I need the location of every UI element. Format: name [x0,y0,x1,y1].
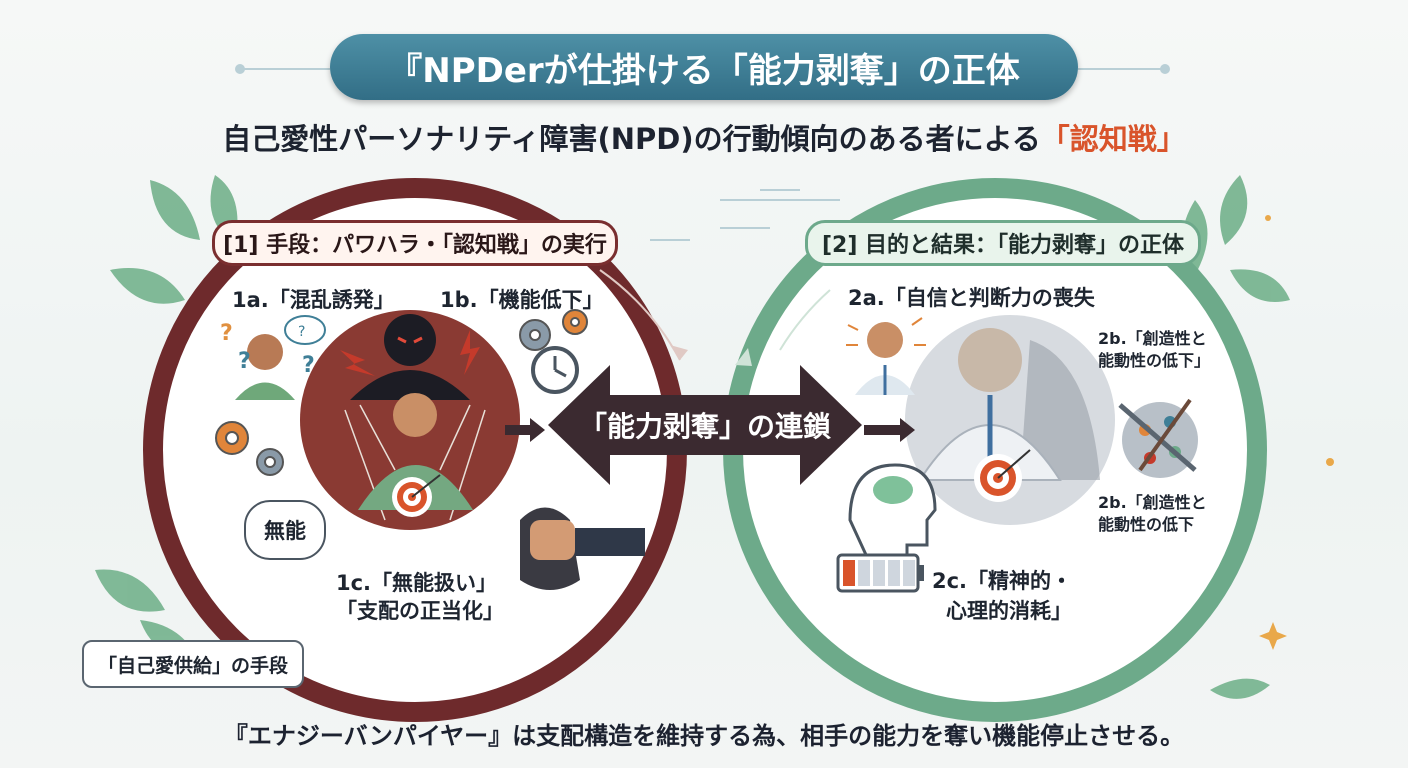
label-1a: 1a.「混乱誘発」 [232,288,395,312]
target-icon [392,474,441,517]
sparkle-icon [1259,215,1334,650]
battery-low-icon [836,553,924,593]
label-2b-top-line2: 能動性の低下」 [1098,350,1211,370]
target-icon [974,449,1031,502]
label-1b: 1b.「機能低下」 [440,288,604,312]
svg-text:?: ? [238,349,251,374]
chain-arrow [548,365,862,485]
label-2a: 2a.「自信と判断力の喪失 [848,286,1095,310]
chain-label: 「能力剥奪」の連鎖 [578,410,831,443]
label-2b-top: 2b.「創造性と 能動性の低下」 [1098,328,1210,371]
label-2b-bottom: 2b.「創造性と 能動性の低下 [1098,492,1207,535]
svg-text:?: ? [298,324,305,340]
gear-icon [215,309,588,476]
thought-bubble-icon: ? [284,315,326,345]
label-1c-line2: 「支配の正当化」 [336,599,504,623]
label-2b-top-line1: 2b.「創造性と [1098,329,1207,348]
brain-head-icon [848,463,937,559]
anxious-person-icon [855,322,915,395]
broken-tools-icon [1118,398,1198,478]
label-2c-line2: 心理的消耗」 [946,599,1072,623]
label-2b-bottom-line2: 能動性の低下 [1098,514,1195,534]
label-2b-bottom-line1: 2b.「創造性と [1098,493,1207,512]
lightning-icon [340,330,480,376]
svg-text:?: ? [220,321,233,346]
svg-text:?: ? [302,353,315,378]
exhausted-person-figure [918,328,1100,481]
supply-label: 「自己愛供給」の手段 [82,640,304,688]
subtitle-accent: 「認知戦」 [1040,122,1186,156]
footer-caption: 『エナジーバンパイヤー』は支配構造を維持する為、相手の能力を奪い機能停止させる。 [223,722,1185,750]
clock-icon [531,346,579,394]
speech-bubble: 無能 [244,500,326,560]
label-2c-line1: 2c.「精神的・ [932,569,1073,593]
page-title: 『NPDerが仕掛ける「能力剥奪」の正体 [330,34,1078,100]
fist-icon [520,507,645,590]
manipulator-figure [350,314,470,400]
subtitle: 自己愛性パーソナリティ障害(NPD)の行動傾向のある者による「認知戦」 [180,116,1228,158]
question-icon: ??? [220,321,315,378]
right-cycle-heading: [2] 目的と結果：「能力剥奪」の正体 [805,220,1201,266]
confused-person-icon [235,334,295,400]
label-1c-line1: 1c.「無能扱い」 [336,571,498,595]
left-cycle-heading: [1] 手段：パワハラ・「認知戦」の実行 [212,220,618,266]
subtitle-main: 自己愛性パーソナリティ障害(NPD)の行動傾向のある者による [222,122,1041,156]
